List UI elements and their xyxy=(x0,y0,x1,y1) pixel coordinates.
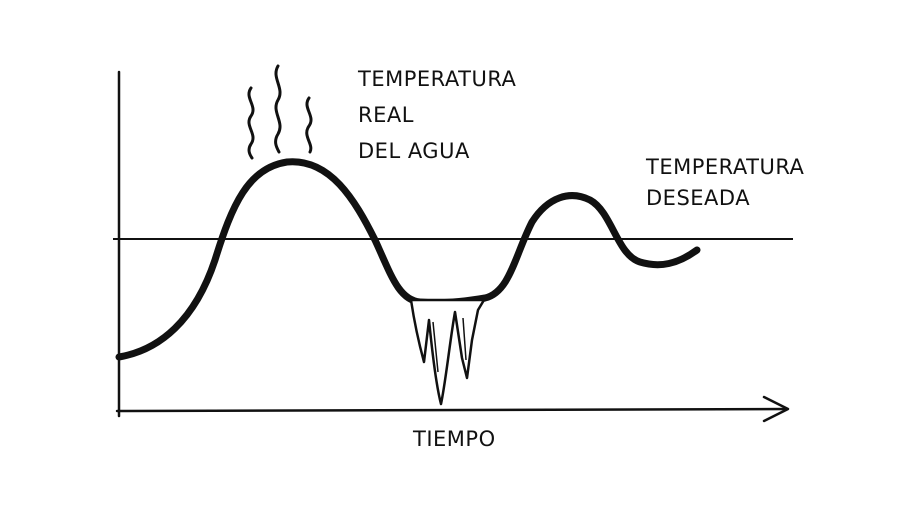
desired-temperature-label-line-1: TEMPERATURA xyxy=(645,155,805,179)
icicles-icon xyxy=(409,298,486,406)
actual-temperature-label-line-2: REAL xyxy=(358,103,414,127)
desired-temperature-label-line-2: DESEADA xyxy=(646,186,750,210)
actual-temperature-label-line-1: TEMPERATURA xyxy=(357,67,517,91)
icicle-highlight-2 xyxy=(462,317,467,361)
actual-temperature-curve xyxy=(115,158,701,361)
icicle-cluster xyxy=(409,298,486,406)
x-axis xyxy=(115,407,788,413)
icicle-highlight xyxy=(432,321,439,373)
x-axis-arrowhead xyxy=(762,395,790,423)
heat-wave-middle xyxy=(274,64,282,154)
heat-waves-icon xyxy=(247,64,313,160)
actual-temperature-label-line-3: DEL AGUA xyxy=(358,139,470,163)
x-axis-label: TIEMPO xyxy=(412,427,496,451)
heat-wave-right xyxy=(305,96,313,154)
heat-wave-left xyxy=(247,86,255,160)
